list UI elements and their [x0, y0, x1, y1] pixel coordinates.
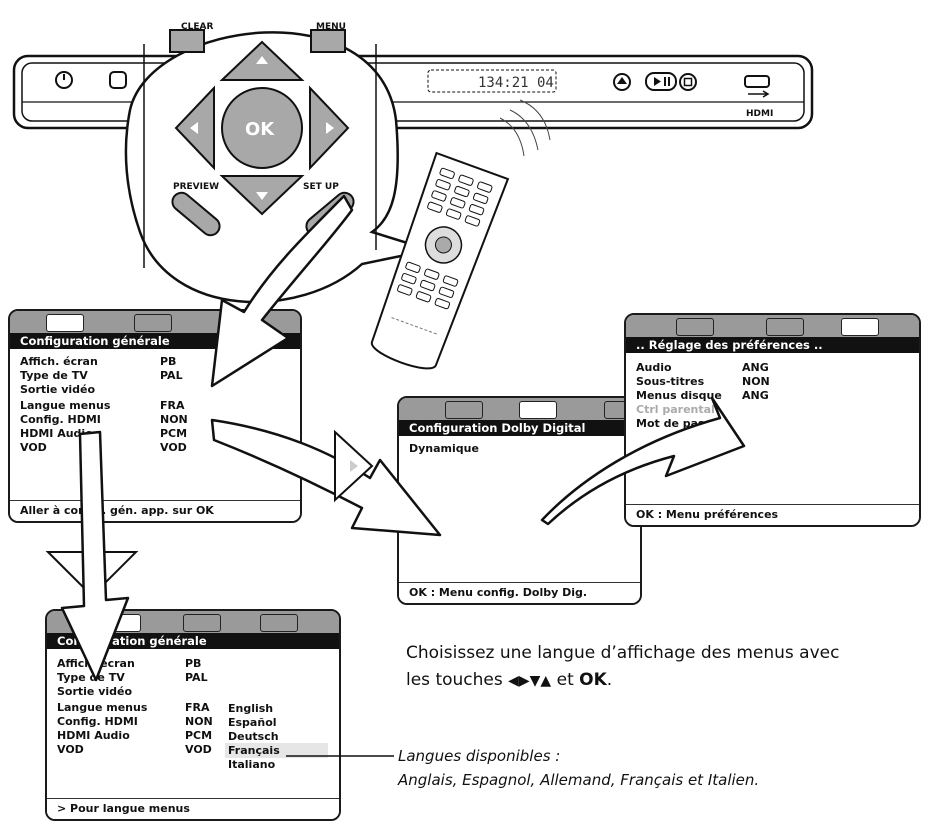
screen-language-footer: > Pour langue menus: [47, 798, 339, 819]
preferences-tab-icon: [841, 318, 879, 336]
language-option-selected[interactable]: Français: [225, 743, 328, 758]
languages-note: Langues disponibles : Anglais, Espagnol,…: [398, 744, 759, 792]
ok-key-label: OK: [579, 670, 607, 690]
menu-tabbar: [47, 611, 339, 633]
languages-note-title: Langues disponibles :: [398, 747, 561, 765]
instruction-line-1: Choisissez une langue d’affichage des me…: [406, 643, 840, 663]
screen-general-header: Configuration générale: [10, 333, 300, 349]
screen-dolby-config: Configuration Dolby Digital Dynamique OK…: [397, 396, 642, 605]
screen-dolby-footer: OK : Menu config. Dolby Dig.: [399, 582, 640, 603]
general-setup-tab-icon: [46, 314, 84, 332]
arrow-keys-icon: ◀▶▼▲: [508, 673, 552, 689]
language-option[interactable]: English: [228, 702, 274, 715]
language-option[interactable]: Italiano: [228, 758, 276, 771]
screen-preferences-footer: OK : Menu préférences: [626, 504, 919, 525]
preferences-tab-icon: [260, 614, 298, 632]
screen-dolby-header: Configuration Dolby Digital: [399, 420, 640, 436]
remote-zoom-bubble: CLEAR MENU OK PREVIEW SET UP: [124, 22, 431, 304]
ok-button: [221, 87, 303, 169]
menu-tabbar: [10, 311, 300, 333]
general-setup-tab-icon: [676, 318, 714, 336]
hdmi-logo: HDMI: [746, 109, 773, 119]
instruction-text: Choisissez une langue d’affichage des me…: [406, 640, 896, 695]
player-display: 134:21 04: [478, 75, 554, 91]
language-option[interactable]: Deutsch: [228, 730, 279, 743]
dolby-tab-icon: [183, 614, 221, 632]
menu-label: MENU: [316, 22, 346, 32]
ok-label: OK: [245, 119, 275, 140]
instruction-line-2: les touches ◀▶▼▲ et OK.: [406, 670, 613, 690]
remote-control: [370, 151, 510, 370]
preferences-tab-icon: [222, 314, 260, 332]
screen-preferences-header: .. Réglage des préférences ..: [626, 337, 919, 353]
preview-label: PREVIEW: [173, 182, 219, 192]
dolby-tab-icon: [519, 401, 557, 419]
play-pause-icon: [645, 72, 677, 91]
clear-label: CLEAR: [181, 22, 213, 32]
screen-language-header: Configuration générale: [47, 633, 339, 649]
general-setup-tab-icon: [103, 614, 141, 632]
dolby-tab-icon: [134, 314, 172, 332]
menu-tabbar: [399, 398, 640, 420]
stop-icon: [679, 73, 697, 91]
menu-tabbar: [626, 315, 919, 337]
languages-note-list: Anglais, Espagnol, Allemand, Français et…: [398, 771, 760, 789]
language-option[interactable]: Español: [228, 716, 277, 729]
screen-general-footer: Aller à config. gén. app. sur OK: [10, 500, 300, 521]
eject-icon: [613, 73, 631, 91]
setup-label: SET UP: [303, 182, 339, 192]
power-icon: [55, 71, 73, 89]
usb-port-icon: [744, 75, 770, 98]
general-setup-tab-icon: [445, 401, 483, 419]
dolby-tab-icon: [766, 318, 804, 336]
